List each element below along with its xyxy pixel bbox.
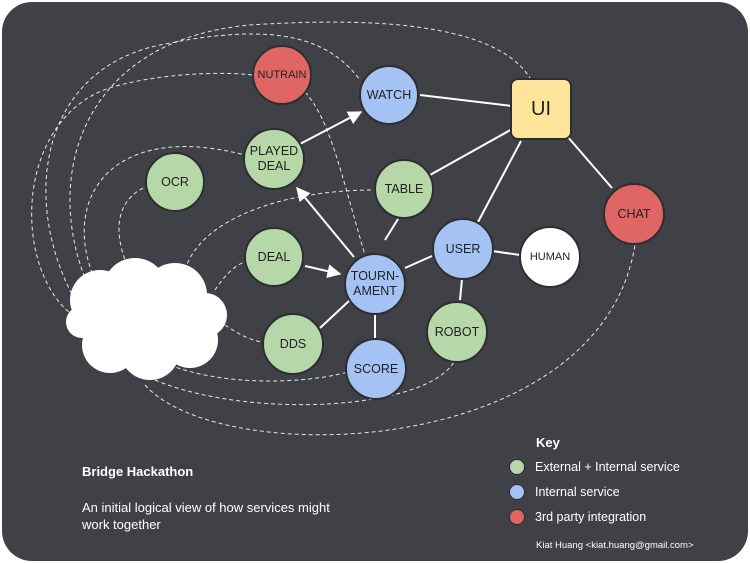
node-nutrain: NUTRAIN bbox=[252, 45, 312, 105]
dashed-link-ui bbox=[69, 21, 531, 291]
dashed-link-chat bbox=[144, 244, 636, 436]
dashed-link-dds bbox=[224, 324, 263, 343]
key-swatch-red bbox=[509, 509, 525, 525]
node-chat-label: CHAT bbox=[617, 206, 651, 221]
author-credit: Kiat Huang <kiat.huang@gmail.com> bbox=[536, 540, 694, 551]
key-label-third-party: 3rd party integration bbox=[535, 510, 647, 524]
node-robot-label: ROBOT bbox=[434, 324, 480, 339]
key-label-internal: Internal service bbox=[535, 485, 620, 499]
node-ocr-label: OCR bbox=[161, 174, 189, 189]
link-watch-ui bbox=[419, 94, 513, 107]
link-user-robot bbox=[459, 278, 463, 301]
dashed-link-nutrain bbox=[31, 72, 253, 321]
dashed-link-nutrain-tourn bbox=[304, 91, 366, 256]
node-human: HUMAN bbox=[519, 226, 581, 288]
node-score-label: SCORE bbox=[353, 361, 399, 376]
node-played-deal-label: PLAYED DEAL bbox=[249, 144, 299, 173]
dashed-link-ocr bbox=[118, 184, 151, 273]
arrow-deal-tournament bbox=[304, 264, 342, 279]
key-title: Key bbox=[536, 435, 560, 450]
dashed-link-watch bbox=[45, 33, 361, 301]
node-user-label: USER bbox=[445, 241, 481, 256]
node-chat: CHAT bbox=[603, 183, 665, 245]
node-human-label: HUMAN bbox=[529, 250, 571, 263]
node-score: SCORE bbox=[345, 338, 407, 400]
link-user-human bbox=[491, 250, 521, 256]
link-user-tournament bbox=[404, 255, 433, 269]
node-deal: DEAL bbox=[244, 227, 304, 287]
node-deal-label: DEAL bbox=[257, 249, 291, 264]
node-dds: DDS bbox=[262, 313, 324, 375]
dashed-link-table bbox=[184, 189, 376, 271]
node-dds-label: DDS bbox=[279, 336, 307, 351]
node-table: TABLE bbox=[374, 159, 434, 219]
node-played-deal: PLAYED DEAL bbox=[243, 128, 305, 190]
node-tournament: TOURN- AMENT bbox=[344, 253, 406, 315]
key-item-third-party: 3rd party integration bbox=[509, 508, 646, 526]
node-watch: WATCH bbox=[359, 65, 419, 125]
node-user: USER bbox=[432, 218, 494, 280]
link-tournament-dds bbox=[319, 299, 351, 329]
dashed-link-deal bbox=[214, 261, 246, 291]
arrow-tournament-played-deal bbox=[296, 186, 355, 258]
node-ui-label: UI bbox=[531, 97, 551, 120]
dashed-link-robot bbox=[154, 359, 456, 406]
key-swatch-green bbox=[509, 459, 525, 475]
link-user-ui bbox=[477, 140, 522, 223]
diagram-title: Bridge Hackathon bbox=[82, 464, 194, 479]
link-table-tournament bbox=[384, 218, 399, 241]
node-robot: ROBOT bbox=[426, 301, 488, 363]
node-table-label: TABLE bbox=[384, 181, 424, 196]
link-table-ui bbox=[429, 127, 515, 176]
key-swatch-blue bbox=[509, 484, 525, 500]
dashed-link-played-deal bbox=[83, 146, 246, 281]
dashed-link-score bbox=[169, 364, 349, 382]
key-item-internal: Internal service bbox=[509, 483, 620, 501]
arrow-played-deal-watch bbox=[297, 111, 363, 146]
node-ocr: OCR bbox=[145, 152, 205, 212]
key-label-external-internal: External + Internal service bbox=[535, 460, 680, 474]
diagram-subtitle: An initial logical view of how services … bbox=[82, 500, 330, 532]
key-item-external-internal: External + Internal service bbox=[509, 458, 680, 476]
link-chat-ui bbox=[566, 135, 613, 189]
node-ui: UI bbox=[510, 78, 572, 140]
cloud-shape bbox=[66, 258, 227, 380]
node-nutrain-label: NUTRAIN bbox=[257, 68, 307, 81]
node-watch-label: WATCH bbox=[366, 87, 412, 102]
node-tournament-label: TOURN- AMENT bbox=[350, 269, 400, 298]
